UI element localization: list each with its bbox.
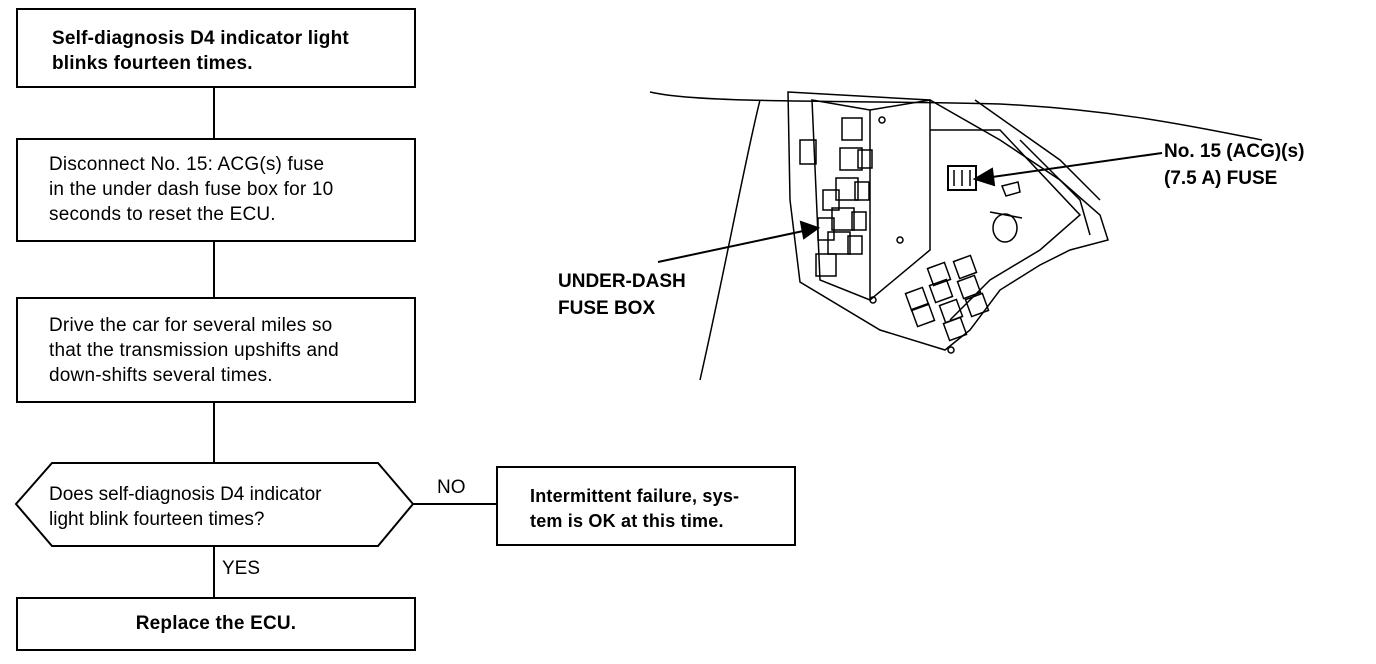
dashboard-edge (649, 91, 1263, 141)
decision-line-1: Does self-diagnosis D4 indicator (49, 484, 322, 505)
step-3-line-1: Drive the car for several miles so (49, 315, 333, 336)
decision-line-2: light blink fourteen times? (49, 509, 265, 530)
step-2-box: Disconnect No. 15: ACG(s) fuse in the un… (16, 138, 416, 242)
step-3-line-2: that the transmission upshifts and (49, 340, 339, 361)
fusebox-callout-line-2: FUSE BOX (558, 298, 656, 319)
step-1-line-1: Self-diagnosis D4 indicator light (52, 28, 349, 49)
no-result-line-1: Intermittent failure, sys- (530, 486, 740, 506)
step-2-line-1: Disconnect No. 15: ACG(s) fuse (49, 154, 325, 175)
yes-result-box: Replace the ECU. (16, 597, 416, 651)
door-curve (699, 99, 761, 381)
decision-hexagon (14, 462, 415, 547)
fusebox-callout: UNDER-DASH FUSE BOX (558, 268, 686, 322)
step-1-box: Self-diagnosis D4 indicator light blinks… (16, 8, 416, 88)
yes-branch-label: YES (222, 558, 261, 579)
step-2-line-3: seconds to reset the ECU. (49, 204, 276, 225)
step-2-line-2: in the under dash fuse box for 10 (49, 179, 334, 200)
fuse-callout-line-1: No. 15 (ACG)(s) (1164, 141, 1305, 162)
step-3-line-3: down-shifts several times. (49, 365, 273, 386)
no-branch-label: NO (437, 477, 466, 498)
fuse-box-illustration (649, 91, 1263, 381)
step-3-box: Drive the car for several miles so that … (16, 297, 416, 403)
fuse-callout-line-2: (7.5 A) FUSE (1164, 168, 1278, 189)
relay-cluster (904, 254, 990, 342)
yes-result-text: Replace the ECU. (135, 613, 297, 634)
left-fuse-column (815, 117, 873, 277)
fusebox-callout-line-1: UNDER-DASH (558, 271, 686, 292)
decision-text: Does self-diagnosis D4 indicator light b… (49, 482, 321, 532)
no-result-box: Intermittent failure, sys- tem is OK at … (496, 466, 796, 546)
panel-outline (787, 91, 1109, 351)
fuse-callout: No. 15 (ACG)(s) (7.5 A) FUSE (1164, 138, 1304, 192)
step-1-line-2: blinks fourteen times. (52, 53, 253, 74)
callout-arrows (657, 152, 1163, 263)
no-result-line-2: tem is OK at this time. (530, 511, 724, 531)
